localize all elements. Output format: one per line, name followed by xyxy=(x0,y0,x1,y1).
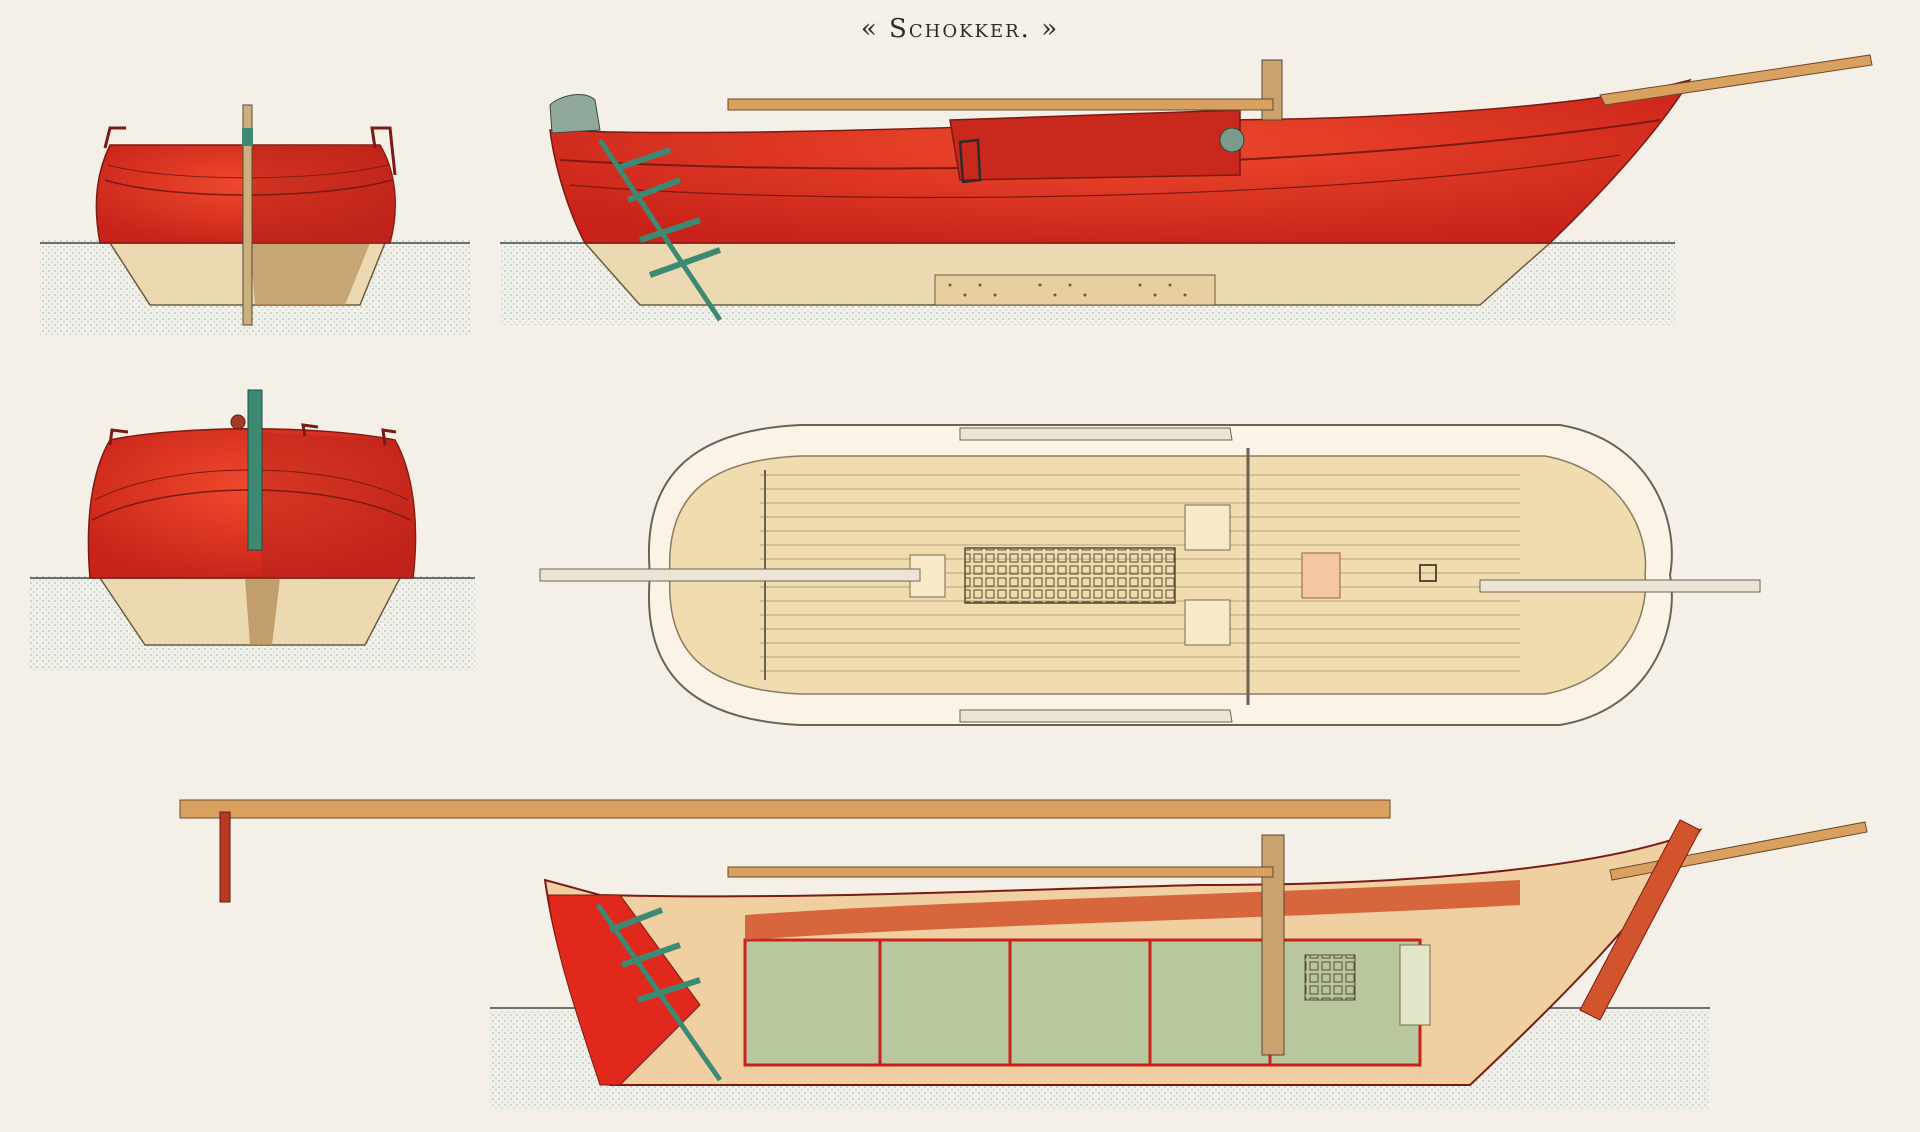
longitudinal-section xyxy=(179,799,1868,1110)
side-elevation xyxy=(500,54,1873,325)
yard xyxy=(179,799,1391,819)
boom xyxy=(727,98,1274,111)
hatch-grating xyxy=(964,547,1176,604)
plate-title: « Schokker. » xyxy=(860,14,1060,44)
bow-elevation xyxy=(30,389,475,670)
bowsprit-plan xyxy=(1479,579,1761,593)
mast-section xyxy=(1261,834,1285,1056)
stern-elevation xyxy=(40,104,470,335)
bowsprit xyxy=(1599,54,1873,106)
boom-plan xyxy=(539,568,921,582)
rudder-stern-view xyxy=(242,104,253,326)
stem-post xyxy=(247,389,263,551)
leeboard xyxy=(949,109,1241,181)
mast-stump xyxy=(1261,59,1283,121)
deck-plan xyxy=(539,424,1761,726)
